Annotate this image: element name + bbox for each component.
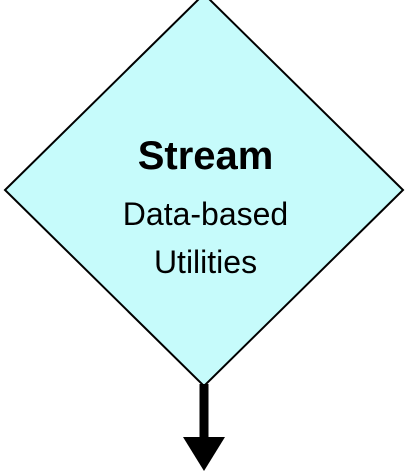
node-subtitle-line: Data-based (122, 196, 289, 232)
node-title: Stream (137, 134, 274, 178)
decision-diamond (3, 0, 405, 388)
arrow-down-icon (183, 437, 225, 471)
node-subtitle-line: Utilities (153, 244, 258, 280)
